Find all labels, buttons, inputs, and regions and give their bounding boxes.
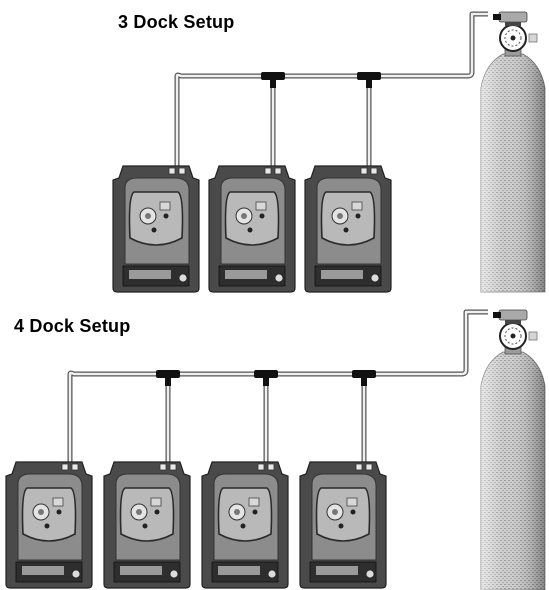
gas-cylinder — [480, 309, 546, 590]
tee-connector — [357, 72, 381, 88]
docking-station — [208, 165, 296, 293]
docking-station — [201, 461, 289, 589]
docking-station — [304, 165, 392, 293]
tee-connector — [156, 370, 180, 386]
gas-tubing-3-dock — [174, 11, 488, 168]
docking-station — [5, 461, 93, 589]
setup-title-3-dock: 3 Dock Setup — [118, 12, 235, 32]
gas-tubing-4-dock — [67, 309, 488, 464]
tee-connector — [254, 370, 278, 386]
setup-title-4-dock: 4 Dock Setup — [14, 316, 131, 336]
docking-station — [299, 461, 387, 589]
tee-connector — [261, 72, 285, 88]
docking-station — [112, 165, 200, 293]
docking-station — [103, 461, 191, 589]
gas-cylinder — [480, 11, 546, 293]
tee-connector — [352, 370, 376, 386]
